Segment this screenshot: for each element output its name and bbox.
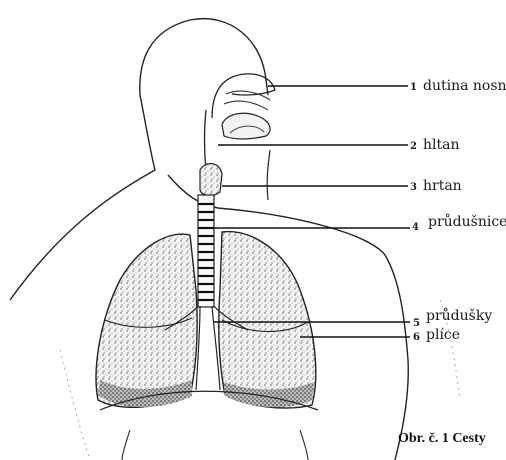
label-3-number: 3 <box>410 182 417 194</box>
label-2-number: 2 <box>410 141 417 153</box>
label-2-text: hltan <box>423 137 459 153</box>
label-5-text: průdušky <box>426 308 492 324</box>
label-5-number: 5 <box>413 318 420 330</box>
label-4-number: 4 <box>412 222 419 234</box>
label-4-text: průdušnice <box>428 214 506 230</box>
right-lung <box>96 234 197 407</box>
figure-caption: Obr. č. 1 Cesty <box>398 431 486 447</box>
label-6-text: plíce <box>426 327 460 343</box>
neck-front-line <box>267 150 270 200</box>
larynx <box>200 164 222 196</box>
label-1-number: 1 <box>410 82 417 94</box>
left-lung <box>219 232 316 408</box>
label-6-number: 6 <box>413 332 420 344</box>
label-1-text: dutina nosní <box>423 78 506 94</box>
label-3-text: hrtan <box>423 178 462 194</box>
abdomen-outline <box>122 430 308 460</box>
pharynx <box>205 110 207 170</box>
